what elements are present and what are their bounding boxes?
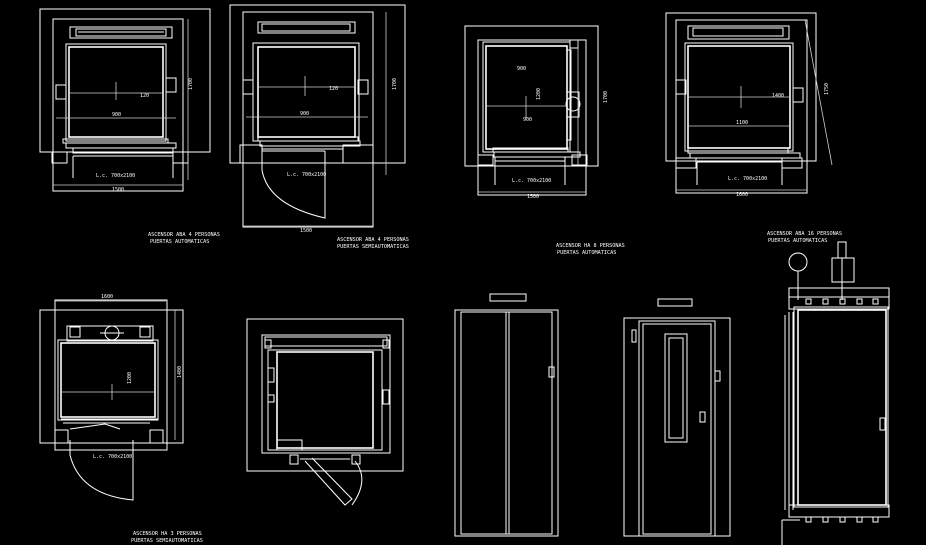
- elevator-plan-3: 900 900 1200 L.c. 700x2100 1500 1700: [464, 25, 609, 200]
- elevator-plan-2: 900 120 L.c. 700x2100 1500 1700: [229, 4, 406, 234]
- plan5-door-label: L.c. 700x2100: [93, 454, 132, 460]
- caption-plan5-line1: ASCENSOR HA 3 PERSONAS: [133, 531, 202, 537]
- plan4-door-label: L.c. 700x2100: [728, 176, 767, 182]
- plan1-depth-dimension: 120: [140, 93, 149, 99]
- elevator-plan-4: 1100 1400 L.c. 700x2100 1600 1750: [665, 12, 833, 198]
- plan4-overall-dimension: 1600: [736, 192, 748, 198]
- plan4-side-dimension: 1750: [824, 83, 830, 95]
- plan5-depth-dimension: 1200: [127, 372, 133, 384]
- plan3-overall-dimension: 1500: [527, 194, 539, 200]
- plan4-depth-dimension: 1400: [772, 93, 784, 99]
- elevator-elevation-1: [454, 293, 559, 537]
- plan3-top-dimension: 900: [517, 66, 526, 72]
- plan3-depth-dimension: 1200: [536, 88, 542, 100]
- elevator-plan-5: 1600 1200 L.c. 700x2100 1400: [39, 294, 184, 501]
- plan1-side-dimension: 1700: [188, 78, 194, 90]
- plan2-overall-dimension: 1500: [300, 228, 312, 234]
- caption-plan1-line2: PUERTAS AUTOMATICAS: [150, 239, 209, 245]
- elevator-section: [781, 241, 890, 545]
- plan5-side-dimension: 1400: [177, 366, 183, 378]
- plan3-door-label: L.c. 700x2100: [512, 178, 551, 184]
- plan2-door-label: L.c. 700x2100: [287, 172, 326, 178]
- plan2-width-dimension: 900: [300, 111, 309, 117]
- plan4-width-dimension: 1100: [736, 120, 748, 126]
- caption-plan2-line2: PUERTAS SEMIAUTOMATICAS: [337, 244, 409, 250]
- plan1-width-dimension: 900: [112, 112, 121, 118]
- plan2-side-dimension: 1700: [392, 78, 398, 90]
- caption-plan4-line2: PUERTAS AUTOMATICAS: [768, 238, 827, 244]
- plan3-width-dimension: 900: [523, 117, 532, 123]
- plan2-depth-dimension: 120: [329, 86, 338, 92]
- elevator-plan-1: 900 120 L.c. 700x2100 1500 1700: [39, 8, 211, 193]
- plan1-overall-dimension: 1500: [112, 187, 124, 193]
- elevator-elevation-2: [623, 298, 731, 537]
- plan3-side-dimension: 1700: [603, 91, 609, 103]
- plan1-door-label: L.c. 700x2100: [96, 173, 135, 179]
- caption-plan3-line2: PUERTAS AUTOMATICAS: [557, 250, 616, 256]
- caption-plan2-line1: ASCENSOR ABA 4 PERSONAS: [337, 237, 409, 243]
- caption-plan1-line1: ASCENSOR ABA 4 PERSONAS: [148, 232, 220, 238]
- plan5-top-dimension: 1600: [101, 294, 113, 300]
- elevator-plan-6: [246, 318, 404, 506]
- caption-plan5-line2: PUERTAS SEMIAUTOMATICAS: [131, 538, 203, 544]
- caption-plan4-line1: ASCENSOR ABA 16 PERSONAS: [767, 231, 842, 237]
- caption-plan3-line1: ASCENSOR HA 8 PERSONAS: [556, 243, 625, 249]
